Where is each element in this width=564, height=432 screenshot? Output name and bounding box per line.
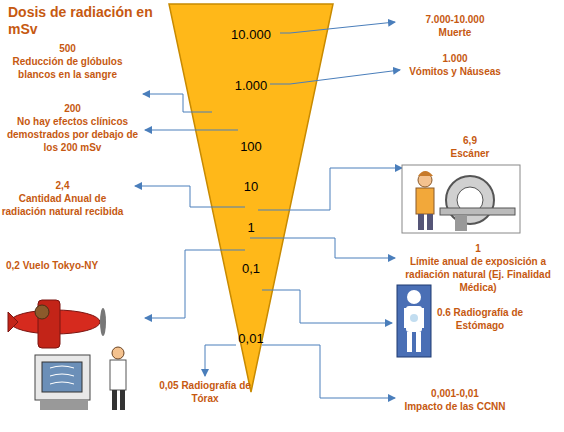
callout-text: Reducción de glóbulos blancos en la sang…	[0, 55, 135, 81]
callout-text: 6,9	[410, 134, 530, 147]
scanner-illustration	[402, 165, 520, 233]
plane-illustration	[8, 300, 106, 348]
callout-text: Vómitos y Náuseas	[395, 65, 515, 78]
stomach-xray-illustration	[397, 285, 431, 357]
callout-text: No hay efectos clínicos demostrados por …	[0, 115, 145, 154]
scale-value: 10	[168, 179, 334, 194]
diagram-title: Dosis de radiación en mSv	[8, 4, 158, 38]
chest-xray-illustration	[35, 347, 126, 410]
callout-text: Límite anual de exposición a radiación n…	[392, 255, 564, 294]
dose-triangle: 10.000 1.000 100 10 1 0,1 0,01	[168, 3, 334, 393]
leader-line	[145, 130, 238, 131]
callout-text: 1	[392, 242, 564, 255]
callout-text: Muerte	[395, 26, 515, 39]
callout-text: Escáner	[410, 147, 530, 160]
scale-value: 100	[168, 139, 334, 154]
callout-text: 500	[0, 42, 135, 55]
callout-text: 1.000	[395, 52, 515, 65]
callout-text: 0,001-0,01	[395, 387, 515, 400]
leader-line	[205, 345, 236, 376]
scale-value: 1	[168, 220, 334, 235]
callout-text: 7.000-10.000	[395, 13, 515, 26]
triangle-shape	[169, 4, 333, 392]
scale-value: 0,01	[168, 331, 334, 346]
callout-text: 0,05 Radiografía de Tórax	[150, 379, 260, 405]
scale-value: 0,1	[168, 261, 334, 276]
callout-text: Cantidad Anual de radiación natural reci…	[0, 192, 125, 218]
scale-value: 1.000	[168, 78, 334, 93]
callout-text: 0.6 Radiografía de Estómago	[425, 306, 535, 332]
callout-text: Impacto de las CCNN	[395, 400, 515, 413]
callout-text: 200	[0, 102, 145, 115]
scale-value: 10.000	[168, 27, 334, 42]
callout-text: 2,4	[0, 179, 125, 192]
leader-line	[262, 345, 395, 398]
leader-line	[262, 290, 392, 323]
callout-text: 0,2 Vuelo Tokyo-NY	[6, 259, 136, 272]
